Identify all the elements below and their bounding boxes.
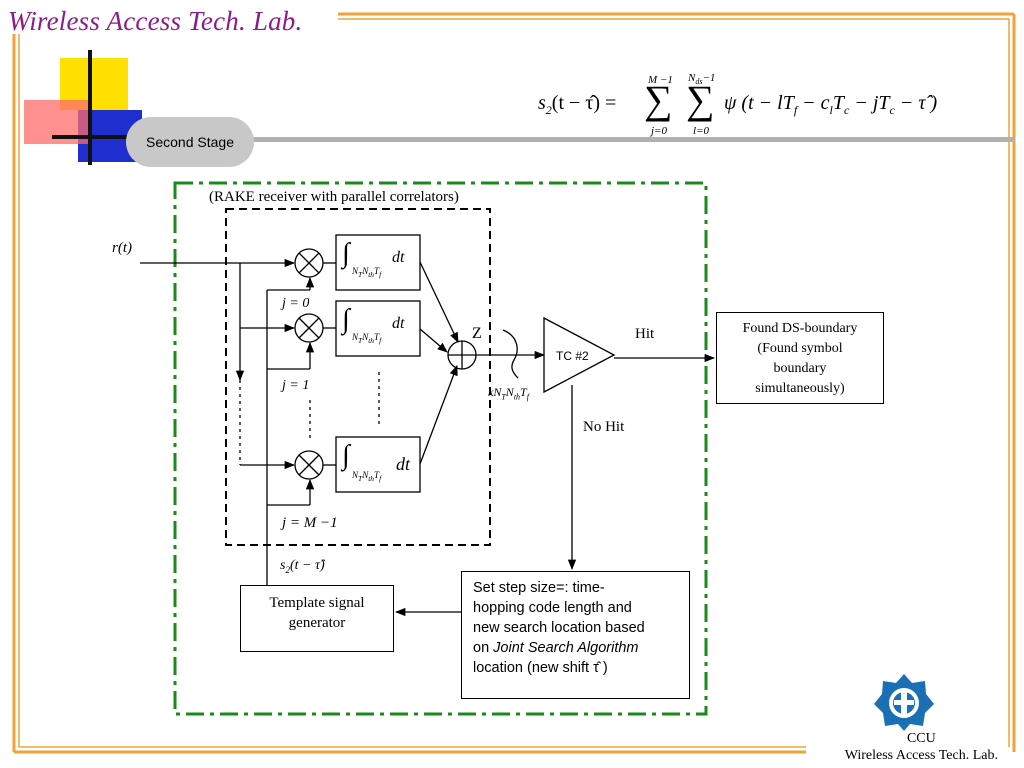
template-generator-box: Template signal generator bbox=[240, 585, 394, 652]
hit-label: Hit bbox=[635, 326, 655, 342]
sum-output-label: Z bbox=[472, 325, 482, 342]
found-boundary-box: Found DS-boundary (Found symbol boundary… bbox=[716, 312, 884, 404]
integrator-1: ∫ NTNthTf dt bbox=[342, 238, 405, 279]
footer-university: CCU bbox=[906, 731, 936, 746]
stage-badge: Second Stage bbox=[126, 117, 254, 167]
branch-label-jm: j = M −1 bbox=[282, 515, 338, 531]
nohit-label: No Hit bbox=[583, 419, 625, 435]
branch-label-j1: j = 1 bbox=[282, 378, 310, 393]
footer: CCU Wireless Access Tech. Lab. bbox=[845, 730, 998, 764]
lab-title: Wireless Access Tech. Lab. bbox=[8, 6, 303, 36]
rake-boundary bbox=[225, 208, 491, 546]
ccu-logo-icon bbox=[874, 674, 934, 731]
threshold-comparator-label: TC #2 bbox=[556, 349, 589, 363]
input-signal-label: r(t) bbox=[112, 240, 132, 256]
second-stage-boundary bbox=[173, 181, 708, 716]
s2-formula: s2(t − τ̂) = M −1 ∑ j=0 Nds−1 ∑ l=0 ψ (t… bbox=[538, 72, 938, 137]
footer-lab: Wireless Access Tech. Lab. bbox=[844, 748, 998, 763]
rake-caption: (RAKE receiver with parallel correlators… bbox=[209, 189, 459, 205]
step-size-box: Set step size=: time- hopping code lengt… bbox=[461, 571, 690, 699]
template-reference-label: s2(t − τ̂) bbox=[280, 558, 325, 575]
threshold-value-label: kNTNthTf bbox=[488, 385, 529, 402]
integrator-2: ∫ NTNthTf dt bbox=[342, 304, 405, 345]
integrator-m: ∫ NTNthTf dt bbox=[342, 440, 411, 483]
branch-label-j0: j = 0 bbox=[282, 296, 310, 311]
